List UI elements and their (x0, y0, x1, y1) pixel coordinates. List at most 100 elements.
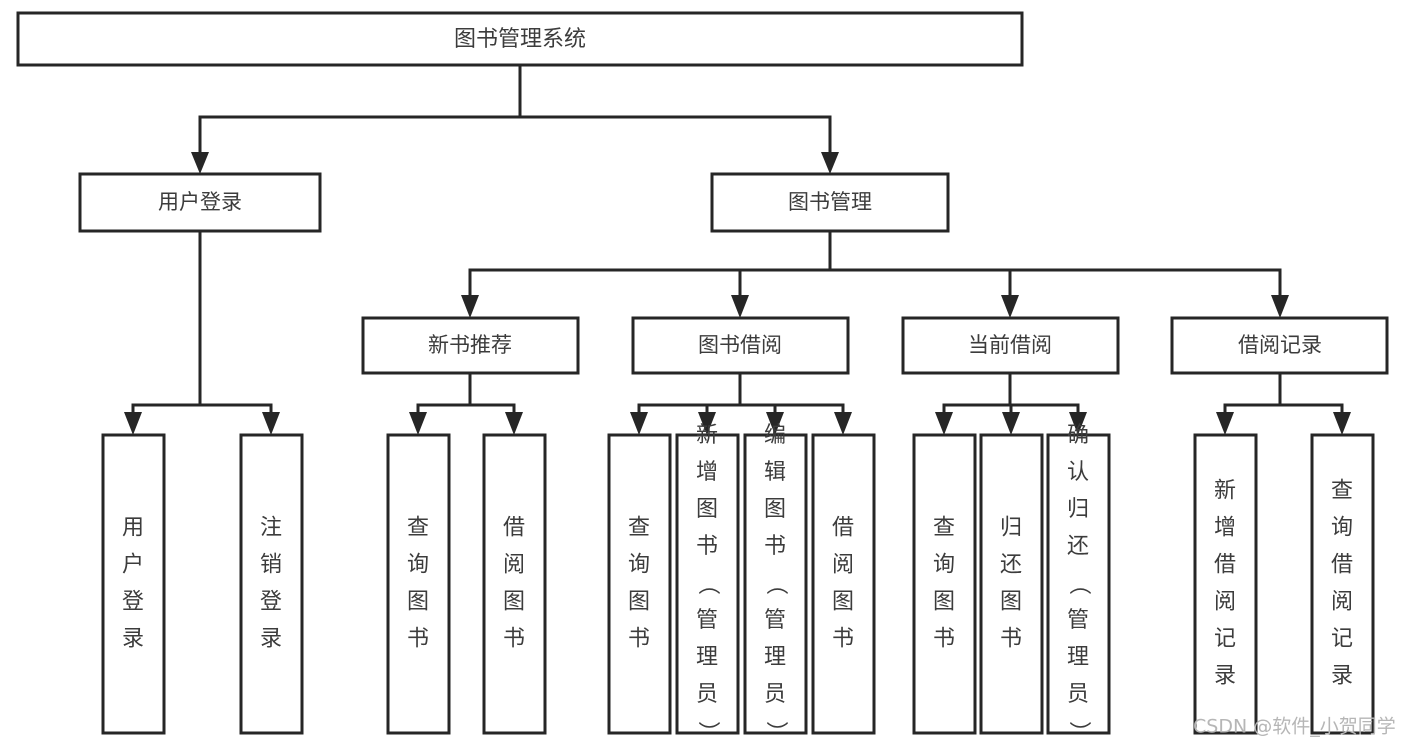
leaf-user-login-label: 用户登录 (122, 516, 144, 652)
arrow-head-leaf-query-book-3 (935, 412, 953, 435)
leaf-query-record-box[interactable] (1310, 433, 1375, 735)
svg-text:询: 询 (1331, 516, 1353, 541)
node-book-management-label: 图书管理 (788, 190, 872, 214)
svg-text:理: 理 (1067, 645, 1089, 670)
svg-text:新: 新 (1214, 479, 1236, 504)
csdn-watermark: CSDN @软件_小贺同学 (1193, 716, 1396, 738)
node-borrow-record-box[interactable] (1170, 316, 1389, 375)
svg-text:图: 图 (407, 590, 429, 615)
svg-text:书: 书 (1000, 627, 1022, 652)
arrow-head-new-book-recommend (461, 295, 479, 318)
leaf-query-book-3-box[interactable] (912, 433, 977, 735)
svg-text:编: 编 (764, 423, 786, 448)
svg-text:员: 员 (1067, 682, 1089, 707)
svg-text:图: 图 (832, 590, 854, 615)
svg-text:书: 书 (764, 534, 786, 559)
svg-text:增: 增 (696, 460, 718, 485)
svg-text:图: 图 (933, 590, 955, 615)
svg-text:）: ） (695, 721, 720, 743)
arrow-head-leaf-confirm-return (1069, 412, 1087, 435)
node-book-management-box[interactable] (710, 172, 950, 233)
arrow-head-leaf-query-record (1333, 412, 1351, 435)
svg-text:询: 询 (933, 553, 955, 578)
svg-text:员: 员 (696, 682, 718, 707)
svg-text:录: 录 (260, 627, 282, 652)
svg-text:询: 询 (407, 553, 429, 578)
svg-text:录: 录 (122, 627, 144, 652)
svg-text:户: 户 (122, 553, 144, 578)
svg-text:查: 查 (933, 516, 955, 541)
svg-text:）: ） (1066, 721, 1091, 743)
svg-text:归: 归 (1000, 516, 1022, 541)
arrow-head-book-borrow (731, 295, 749, 318)
node-new-book-recommend-box[interactable] (361, 316, 580, 375)
svg-text:录: 录 (1214, 664, 1236, 689)
svg-text:记: 记 (1214, 627, 1236, 652)
leaf-query-book-1-box[interactable] (386, 433, 451, 735)
leaf-add-record-box[interactable] (1193, 433, 1258, 735)
leaf-borrow-book-2-box[interactable] (811, 433, 876, 735)
arrow-head-leaf-add-record (1216, 412, 1234, 435)
svg-text:查: 查 (407, 516, 429, 541)
arrow-head-leaf-borrow-book-1 (505, 412, 523, 435)
node-new-book-recommend[interactable]: 新书推荐 (361, 316, 580, 375)
arrow-head-leaf-borrow-book-2 (834, 412, 852, 435)
node-new-book-recommend-label: 新书推荐 (428, 333, 512, 357)
svg-text:还: 还 (1067, 534, 1089, 559)
svg-text:图: 图 (628, 590, 650, 615)
svg-text:管: 管 (1067, 608, 1089, 633)
node-root-label: 图书管理系统 (454, 27, 586, 52)
node-root-box[interactable] (16, 11, 1024, 67)
node-current-borrow[interactable]: 当前借阅 (901, 316, 1120, 375)
leaf-user-logout-box[interactable] (239, 433, 304, 735)
leaf-return-book-box[interactable] (979, 433, 1044, 735)
arrow-head-leaf-query-book-2 (630, 412, 648, 435)
svg-text:图: 图 (503, 590, 525, 615)
leaf-edit-book-box[interactable] (743, 433, 808, 735)
node-book-borrow-box[interactable] (631, 316, 850, 375)
node-user-login[interactable]: 用户登录 (78, 172, 322, 233)
node-current-borrow-box[interactable] (901, 316, 1120, 375)
leaf-user-login-box[interactable] (101, 433, 166, 735)
svg-text:书: 书 (832, 627, 854, 652)
arrow-head-current-borrow (1001, 295, 1019, 318)
arrow-head-borrow-record (1271, 295, 1289, 318)
leaf-add-book-box[interactable] (675, 433, 740, 735)
leaf-query-book-2-box[interactable] (607, 433, 672, 735)
svg-text:登: 登 (260, 590, 282, 615)
leaf-borrow-book-1-box[interactable] (482, 433, 547, 735)
svg-text:录: 录 (1331, 664, 1353, 689)
leaf-confirm-return-box[interactable] (1046, 433, 1111, 735)
leaf-node[interactable]: 用户登录 (101, 433, 166, 735)
svg-text:书: 书 (933, 627, 955, 652)
node-root[interactable]: 图书管理系统 (16, 11, 1024, 67)
node-book-borrow[interactable]: 图书借阅 (631, 316, 850, 375)
svg-text:员: 员 (764, 682, 786, 707)
svg-text:借: 借 (832, 516, 854, 541)
arrow-head-leaf-return-book (1002, 412, 1020, 435)
svg-text:记: 记 (1331, 627, 1353, 652)
node-borrow-record[interactable]: 借阅记录 (1170, 316, 1389, 375)
node-book-management[interactable]: 图书管理 (710, 172, 950, 233)
svg-text:（: （ (695, 573, 720, 595)
node-user-login-box[interactable] (78, 172, 322, 233)
svg-text:）: ） (763, 721, 788, 743)
